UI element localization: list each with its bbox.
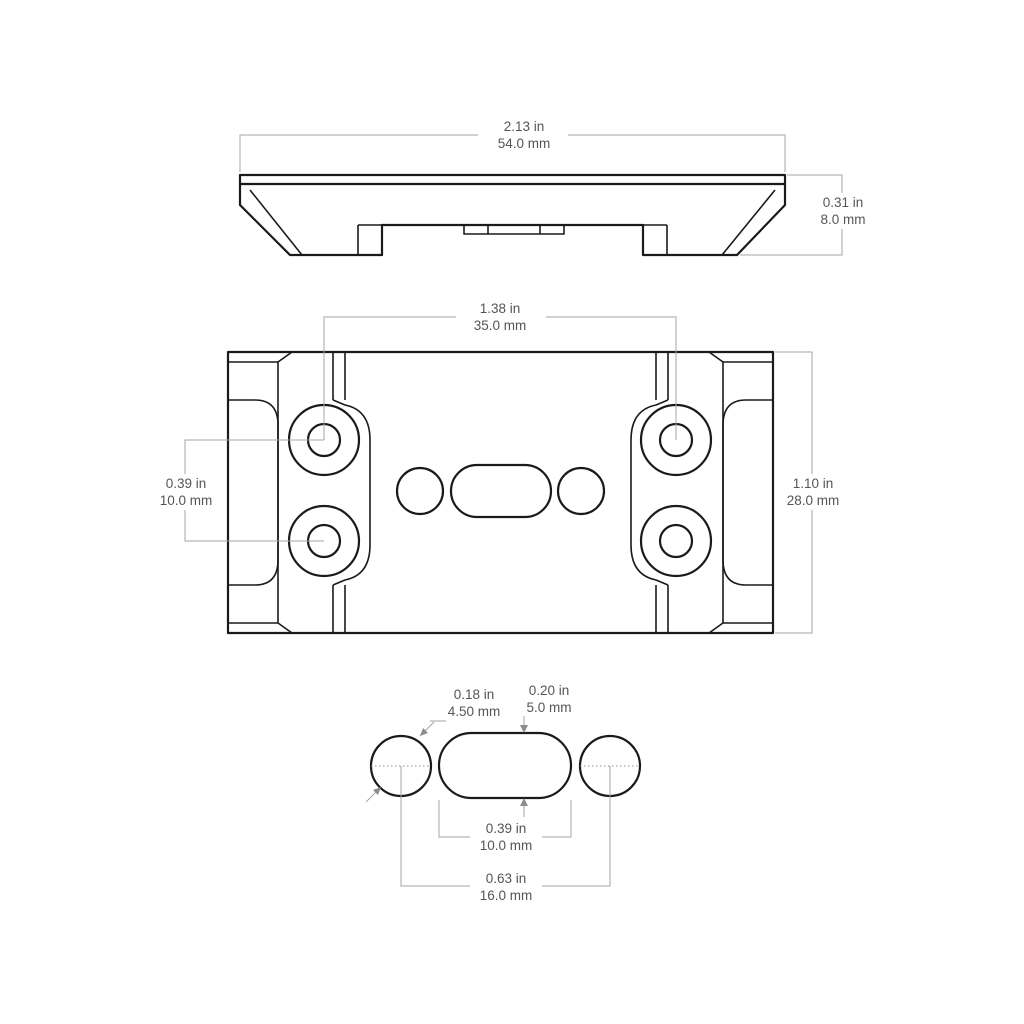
width-label-in: 1.10 in (793, 476, 834, 491)
left-end-inner-line (228, 361, 279, 624)
detail-slot (437, 731, 573, 800)
top-view: 1.38 in 35.0 mm 0.39 in 10.0 mm 1.10 in … (153, 300, 846, 635)
hole-spacing-x-mask (456, 300, 546, 336)
hole-diameter-in: 0.18 in (454, 687, 495, 702)
side-view-left-step (357, 224, 382, 255)
height-label-mask (812, 193, 874, 229)
right-chamfer-top (708, 351, 724, 363)
side-view-top-plate (238, 173, 787, 186)
outer-hole-spacing-mm: 16.0 mm (480, 888, 533, 903)
left-rail-lines (332, 352, 346, 633)
hole-spacing-y-mm: 10.0 mm (160, 493, 213, 508)
top-view-outline (226, 350, 775, 635)
hole-spacing-x-mm: 35.0 mm (474, 318, 527, 333)
length-label-mm: 54.0 mm (498, 136, 551, 151)
length-label-in: 2.13 in (504, 119, 545, 134)
center-hole-left (395, 466, 445, 516)
right-rail-lines (655, 352, 669, 633)
side-view: 2.13 in 54.0 mm 0.31 in 8.0 mm (238, 118, 874, 257)
right-end-inner-line (722, 361, 773, 624)
hole-bottom-right-inner (658, 523, 694, 559)
slot-width-mm: 5.0 mm (526, 700, 571, 715)
left-boss-outline (332, 399, 371, 586)
width-label-mask (782, 474, 846, 510)
slot-length-mm: 10.0 mm (480, 838, 533, 853)
hole-diameter-arrow-bottom (373, 787, 381, 795)
slot-length-in: 0.39 in (486, 821, 527, 836)
height-label-mm: 8.0 mm (820, 212, 865, 227)
side-view-center-tab-detail (487, 225, 541, 234)
right-chamfer-bottom (708, 622, 724, 634)
left-chamfer-bottom (277, 622, 293, 634)
hole-spacing-x-in: 1.38 in (480, 301, 521, 316)
slot-length-mask (470, 819, 542, 855)
center-slot (449, 463, 553, 519)
slot-width-arrow-bottom (520, 798, 528, 806)
detail-view: 0.18 in 4.50 mm 0.20 in 5.0 mm 0.39 in 1… (365, 683, 642, 905)
right-end-pocket (722, 399, 773, 586)
left-end-pocket (228, 399, 279, 586)
hole-bottom-right-outer (639, 504, 713, 578)
side-view-right-chamfer (721, 189, 776, 256)
center-hole-right (556, 466, 606, 516)
hole-spacing-y-in: 0.39 in (166, 476, 207, 491)
slot-width-in: 0.20 in (529, 683, 570, 698)
outer-hole-spacing-mask (470, 869, 542, 905)
height-label-in: 0.31 in (823, 195, 864, 210)
hole-diameter-mm: 4.50 mm (448, 704, 501, 719)
hole-spacing-y-mask (153, 474, 219, 510)
outer-hole-spacing-in: 0.63 in (486, 871, 527, 886)
slot-width-arrow-top (520, 725, 528, 733)
length-label-mask (478, 118, 568, 156)
side-view-right-step (643, 224, 668, 255)
width-label-mm: 28.0 mm (787, 493, 840, 508)
side-view-body-outline (238, 182, 787, 257)
side-view-left-chamfer (249, 189, 303, 256)
side-view-center-tab (463, 224, 565, 235)
hole-diameter-arrow-top (420, 728, 428, 736)
left-chamfer-top (277, 351, 293, 363)
right-boss-outline (630, 399, 669, 586)
